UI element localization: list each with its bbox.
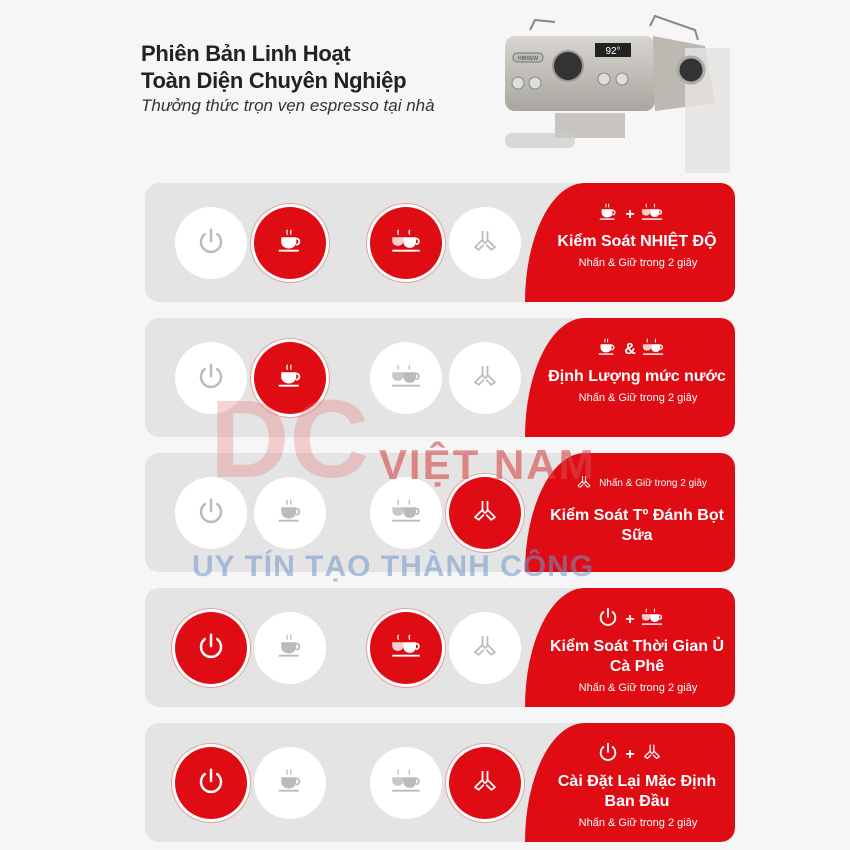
steam-icon	[470, 496, 500, 531]
double-cup-button[interactable]	[370, 477, 442, 549]
double-cup-icon	[391, 496, 421, 531]
cup-button[interactable]	[254, 207, 326, 279]
panel-title: Kiểm Soát Thời Gian Ủ Cà Phê	[549, 638, 725, 675]
power-icon	[597, 606, 619, 633]
cup-button[interactable]	[254, 747, 326, 819]
subtitle: Thưởng thức trọn vẹn espresso tại nhà	[141, 96, 435, 115]
title-line-2: Toàn Diện Chuyên Nghiệp	[141, 68, 407, 93]
steam-button[interactable]	[449, 477, 521, 549]
hold-hint: Nhấn & Giữ trong 2 giây	[578, 257, 698, 269]
panel-title: Cài Đặt Lại Mặc Định Ban Đầu	[557, 773, 717, 810]
hold-hint: Nhấn & Giữ trong 2 giây	[578, 817, 698, 829]
power-icon	[196, 631, 226, 666]
steam-icon	[641, 741, 663, 768]
cup-icon	[275, 226, 305, 261]
combo-hint: Nhấn & Giữ trong 2 giây	[525, 473, 735, 494]
button-combo: +	[525, 741, 735, 768]
panel-title: Kiểm Soát Tº Đánh Bọt Sữa	[550, 507, 724, 544]
combo-operator: +	[625, 610, 635, 628]
cup-icon	[597, 201, 619, 228]
brand-label: HIBREW	[518, 56, 538, 62]
steam-button[interactable]	[449, 612, 521, 684]
temperature-display: 92°	[605, 46, 620, 57]
hold-hint: Nhấn & Giữ trong 2 giây	[599, 478, 707, 489]
cup-icon	[275, 766, 305, 801]
double-cup-icon	[391, 631, 421, 666]
power-icon	[597, 741, 619, 768]
cup-icon	[275, 496, 305, 531]
double-cup-icon	[642, 336, 664, 363]
power-icon	[196, 766, 226, 801]
cup-button[interactable]	[254, 612, 326, 684]
button-combo: +	[525, 606, 735, 633]
combo-operator: +	[625, 745, 635, 763]
steam-icon	[470, 766, 500, 801]
button-combo: +	[525, 201, 735, 228]
cup-icon	[275, 361, 305, 396]
combo-operator: &	[624, 340, 636, 358]
steam-button[interactable]	[449, 207, 521, 279]
instruction-panel: + Kiểm Soát NHIỆT ĐỘ Nhấn & Giữ trong 2 gi…	[525, 183, 735, 302]
double-cup-icon	[641, 606, 663, 633]
espresso-machine-image: HIBREW 92°	[505, 14, 730, 173]
combo-operator: +	[625, 205, 635, 223]
double-cup-button[interactable]	[370, 342, 442, 414]
power-button[interactable]	[175, 207, 247, 279]
power-icon	[196, 496, 226, 531]
double-cup-icon	[391, 361, 421, 396]
power-button[interactable]	[175, 342, 247, 414]
cup-button[interactable]	[254, 477, 326, 549]
steam-button[interactable]	[449, 342, 521, 414]
steam-icon	[470, 631, 500, 666]
power-button[interactable]	[175, 477, 247, 549]
steam-icon	[573, 473, 595, 494]
cup-button[interactable]	[254, 342, 326, 414]
control-card: + Kiểm Soát NHIỆT ĐỘ Nhấn & Giữ trong 2 gi…	[145, 183, 735, 302]
hold-hint: Nhấn & Giữ trong 2 giây	[578, 682, 698, 694]
double-cup-icon	[641, 201, 663, 228]
double-cup-button[interactable]	[370, 612, 442, 684]
double-cup-button[interactable]	[370, 207, 442, 279]
power-button[interactable]	[175, 612, 247, 684]
power-icon	[196, 226, 226, 261]
button-combo: &	[525, 336, 735, 363]
panel-title: Định Lượng mức nước	[548, 368, 726, 385]
cup-icon	[596, 336, 618, 363]
steam-icon	[470, 361, 500, 396]
cup-icon	[275, 631, 305, 666]
panel-title: Kiểm Soát NHIỆT ĐỘ	[557, 233, 717, 250]
hold-hint: Nhấn & Giữ trong 2 giây	[578, 392, 698, 404]
power-button[interactable]	[175, 747, 247, 819]
double-cup-button[interactable]	[370, 747, 442, 819]
title-line-1: Phiên Bản Linh Hoạt	[141, 41, 351, 66]
steam-icon	[470, 226, 500, 261]
power-icon	[196, 361, 226, 396]
double-cup-icon	[391, 766, 421, 801]
double-cup-icon	[391, 226, 421, 261]
steam-button[interactable]	[449, 747, 521, 819]
header: Phiên Bản Linh Hoạt Toàn Diện Chuyên Ngh…	[141, 40, 435, 116]
